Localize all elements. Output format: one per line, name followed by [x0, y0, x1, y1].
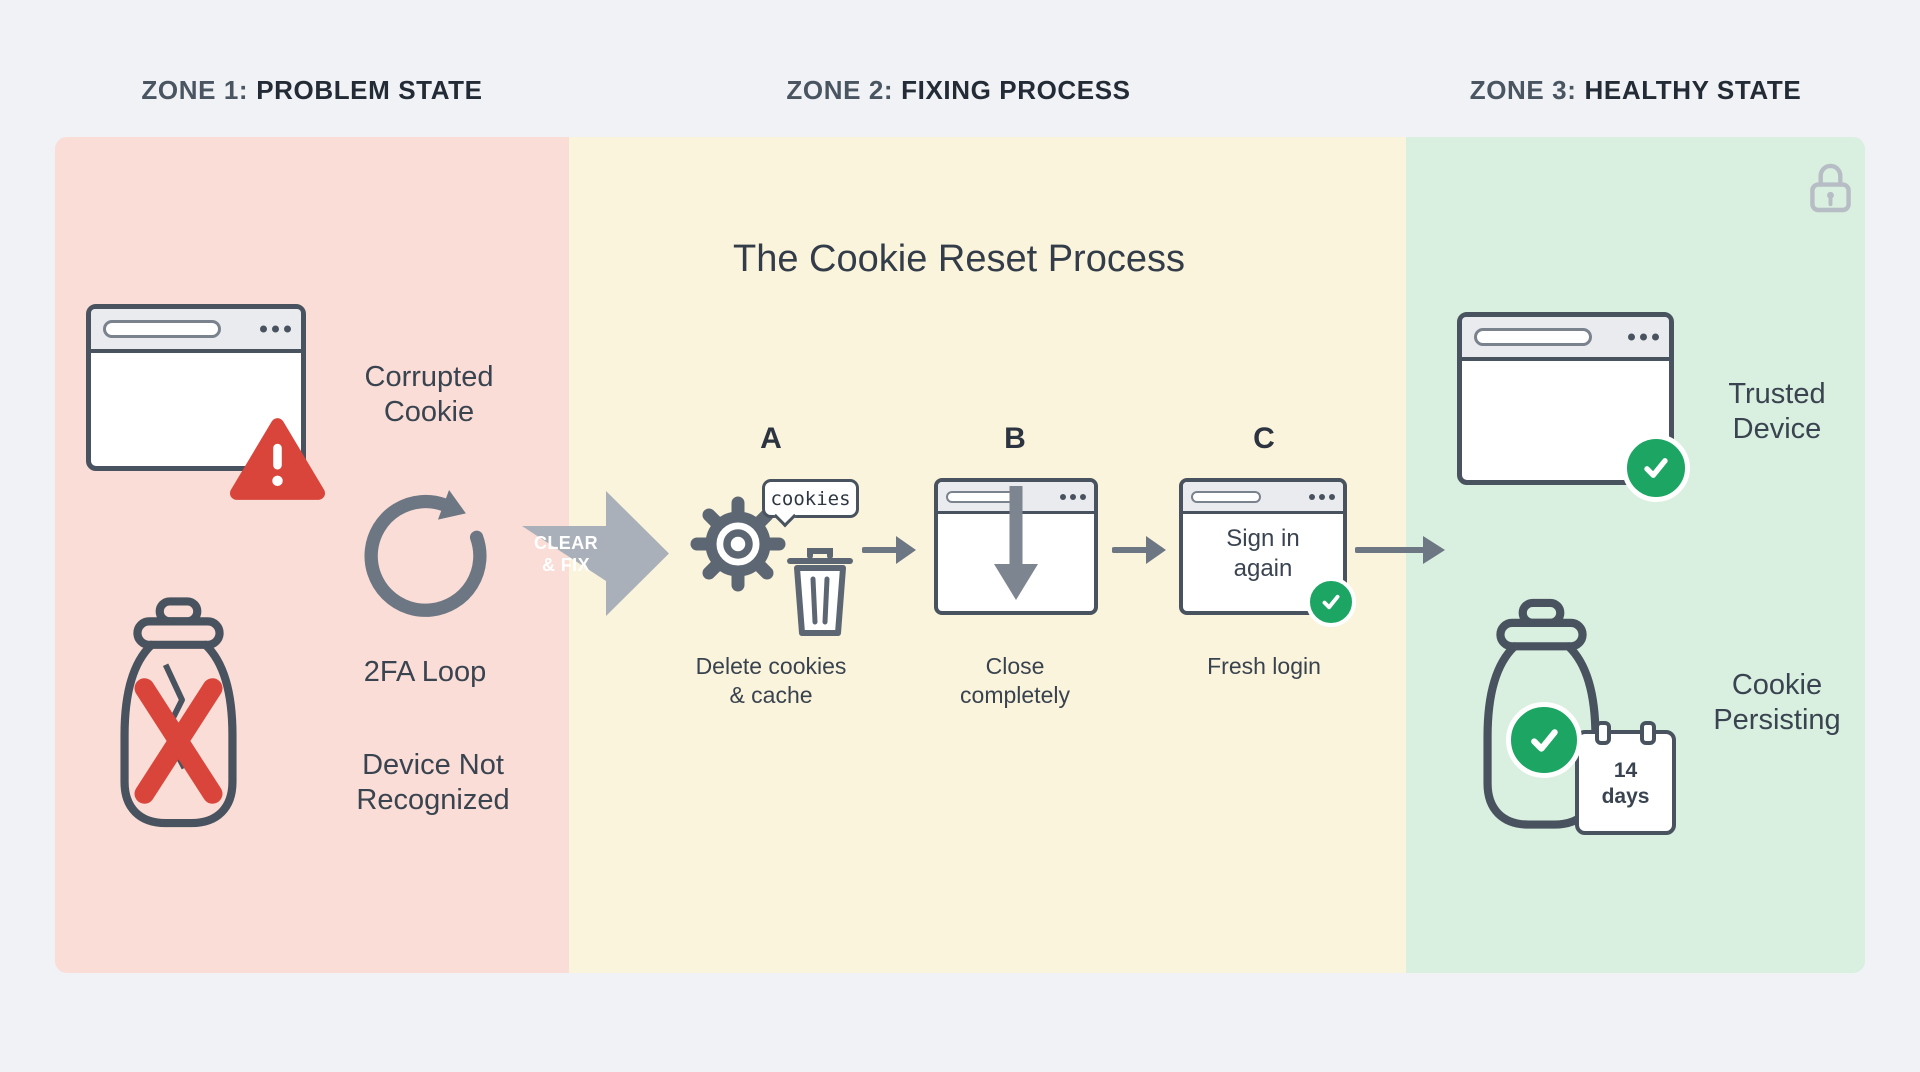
zone3-header-prefix: ZONE 3: — [1469, 75, 1577, 105]
address-bar-icon — [1191, 490, 1261, 503]
refresh-loop-icon — [364, 489, 487, 617]
trash-icon — [787, 548, 853, 636]
zone3-header: ZONE 3:HEALTHY STATE — [1406, 75, 1865, 109]
zone2-header-prefix: ZONE 2: — [786, 75, 894, 105]
2fa-loop-label: 2FA Loop — [363, 656, 487, 688]
zone3-healthy-state — [1406, 137, 1865, 973]
arrow-right-icon — [1112, 536, 1166, 564]
step-c-caption: Fresh login — [1207, 653, 1321, 679]
browser-dots-icon — [260, 325, 291, 333]
zone2-header: ZONE 2:FIXING PROCESS — [540, 75, 1377, 109]
device-not-recognized-label: Device Not Recognized — [356, 749, 510, 816]
arrow-right-icon — [862, 536, 916, 564]
address-bar-icon — [103, 320, 221, 338]
cookie-persisting-label: Cookie Persisting — [1713, 669, 1841, 736]
gear-icon — [690, 496, 786, 592]
browser-toolbar — [91, 309, 301, 353]
lock-icon — [1810, 163, 1851, 213]
cookies-bubble-label: cookies — [770, 487, 851, 510]
trusted-device-label: Trusted Device — [1728, 378, 1826, 445]
step-a-caption: Delete cookies & cache — [695, 653, 847, 708]
zone1-header-prefix: ZONE 1: — [141, 75, 249, 105]
zone1-header-title: PROBLEM STATE — [256, 75, 483, 105]
step-b-letter: B — [1004, 422, 1026, 455]
sign-in-again-text: Sign in again — [1226, 525, 1300, 582]
diagram-title: The Cookie Reset Process — [733, 238, 1185, 280]
calendar-ring-icon — [1595, 721, 1611, 745]
broken-jar-icon — [120, 597, 237, 828]
calendar-label: 14 days — [1601, 759, 1650, 808]
zone1-header: ZONE 1:PROBLEM STATE — [55, 75, 569, 109]
down-arrow-icon — [994, 486, 1038, 600]
browser-dots-icon — [1309, 493, 1335, 500]
warning-icon — [230, 418, 325, 500]
zone3-header-title: HEALTHY STATE — [1584, 75, 1802, 105]
browser-toolbar — [1462, 317, 1669, 361]
check-icon — [1506, 702, 1582, 778]
corrupted-cookie-label: Corrupted Cookie — [364, 361, 494, 428]
step-c-letter: C — [1253, 422, 1275, 455]
arrow-right-icon — [1355, 536, 1445, 564]
zone2-header-title: FIXING PROCESS — [901, 75, 1131, 105]
browser-dots-icon — [1628, 333, 1659, 341]
calendar-ring-icon — [1640, 721, 1656, 745]
check-icon — [1306, 577, 1356, 627]
browser-dots-icon — [1060, 493, 1086, 500]
cookies-bubble: cookies — [762, 479, 859, 518]
cookie-jar-icon — [1483, 598, 1600, 829]
browser-toolbar — [1183, 482, 1343, 514]
check-icon — [1622, 434, 1690, 502]
clear-fix-label: CLEAR & FIX — [534, 532, 598, 575]
step-a-letter: A — [760, 422, 782, 455]
address-bar-icon — [1474, 328, 1592, 346]
clear-fix-arrow-icon — [522, 491, 669, 616]
step-b-caption: Close completely — [960, 653, 1070, 708]
calendar-icon: 14 days — [1575, 721, 1676, 835]
